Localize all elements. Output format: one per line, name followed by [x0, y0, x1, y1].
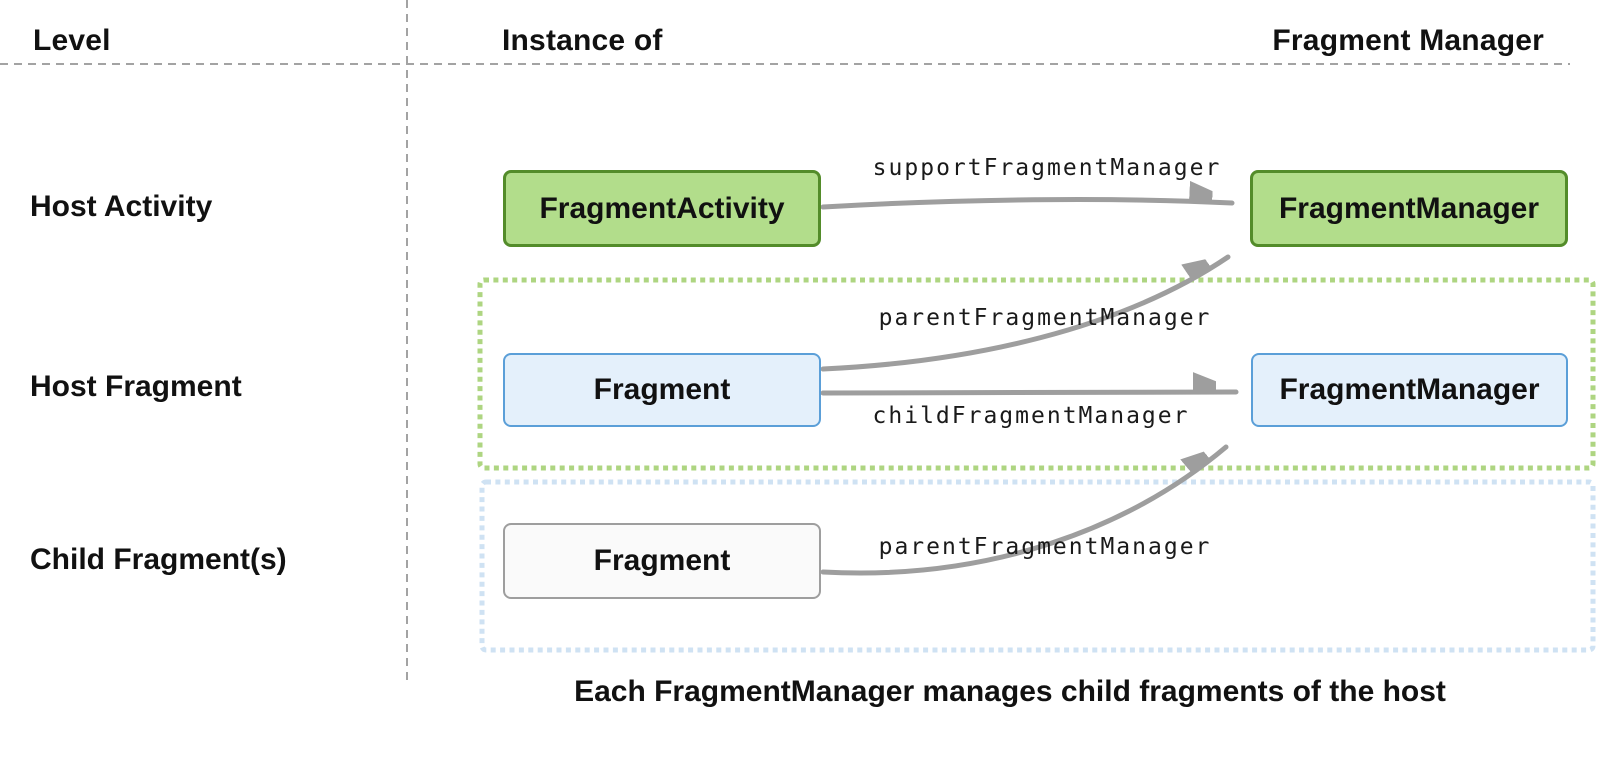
- parent-fragment-manager-child-arrow: [820, 444, 1229, 576]
- support-fragment-manager-label: supportFragmentManager: [872, 155, 1222, 181]
- child-fragment-box: Fragment: [503, 523, 821, 599]
- parent-fragment-manager-child-label: parentFragmentManager: [878, 534, 1212, 560]
- host-fragment-manager-box: FragmentManager: [1251, 353, 1568, 427]
- fragment-activity-box: FragmentActivity: [503, 170, 821, 247]
- activity-fragment-manager-box: FragmentManager: [1250, 170, 1568, 247]
- host-fragment-box: Fragment: [503, 353, 821, 427]
- child-fragment-manager-label: childFragmentManager: [872, 403, 1190, 429]
- parent-fragment-manager-host-label: parentFragmentManager: [878, 305, 1212, 331]
- child-fragment-manager-arrow: [820, 392, 1239, 396]
- row-label-host-fragment: Host Fragment: [30, 370, 242, 403]
- diagram-caption: Each FragmentManager manages child fragm…: [574, 675, 1446, 708]
- column-header-fragment-manager: Fragment Manager: [1272, 24, 1544, 57]
- child-fragment-group-dotted-border: [479, 479, 1596, 653]
- column-header-instance-of: Instance of: [502, 24, 663, 57]
- column-header-level: Level: [33, 24, 111, 57]
- parent-fragment-manager-host-arrow: [820, 257, 1231, 372]
- row-label-child-fragments: Child Fragment(s): [30, 543, 287, 576]
- row-label-host-activity: Host Activity: [30, 190, 213, 223]
- support-fragment-manager-arrow: [820, 200, 1235, 210]
